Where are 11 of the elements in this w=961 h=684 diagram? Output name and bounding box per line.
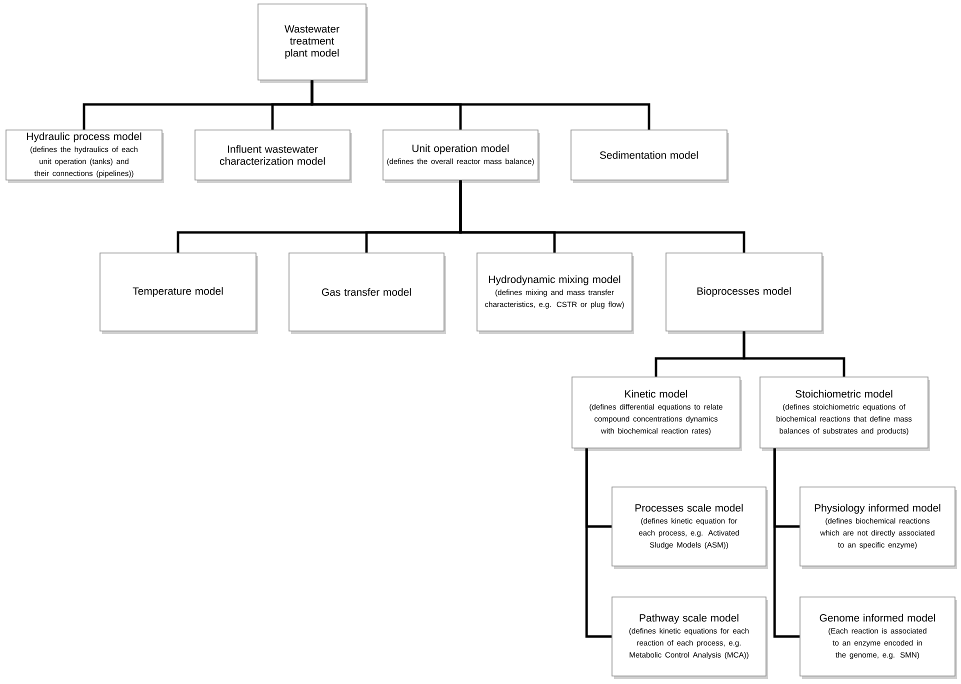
model-box: Sedimentation model [570,130,729,183]
connector-line [773,448,800,638]
model-box: Wastewater treatment plant model [258,4,368,83]
connector-line [459,180,746,253]
model-box: Bioprocesses model [666,252,824,334]
model-box: Temperature model [100,252,258,334]
connector-line [310,80,650,130]
connector-line [742,331,846,377]
connector-line [585,448,612,638]
model-box: Gas transfer model [288,252,446,334]
model-box: Influent wastewater characterization model [194,130,352,183]
